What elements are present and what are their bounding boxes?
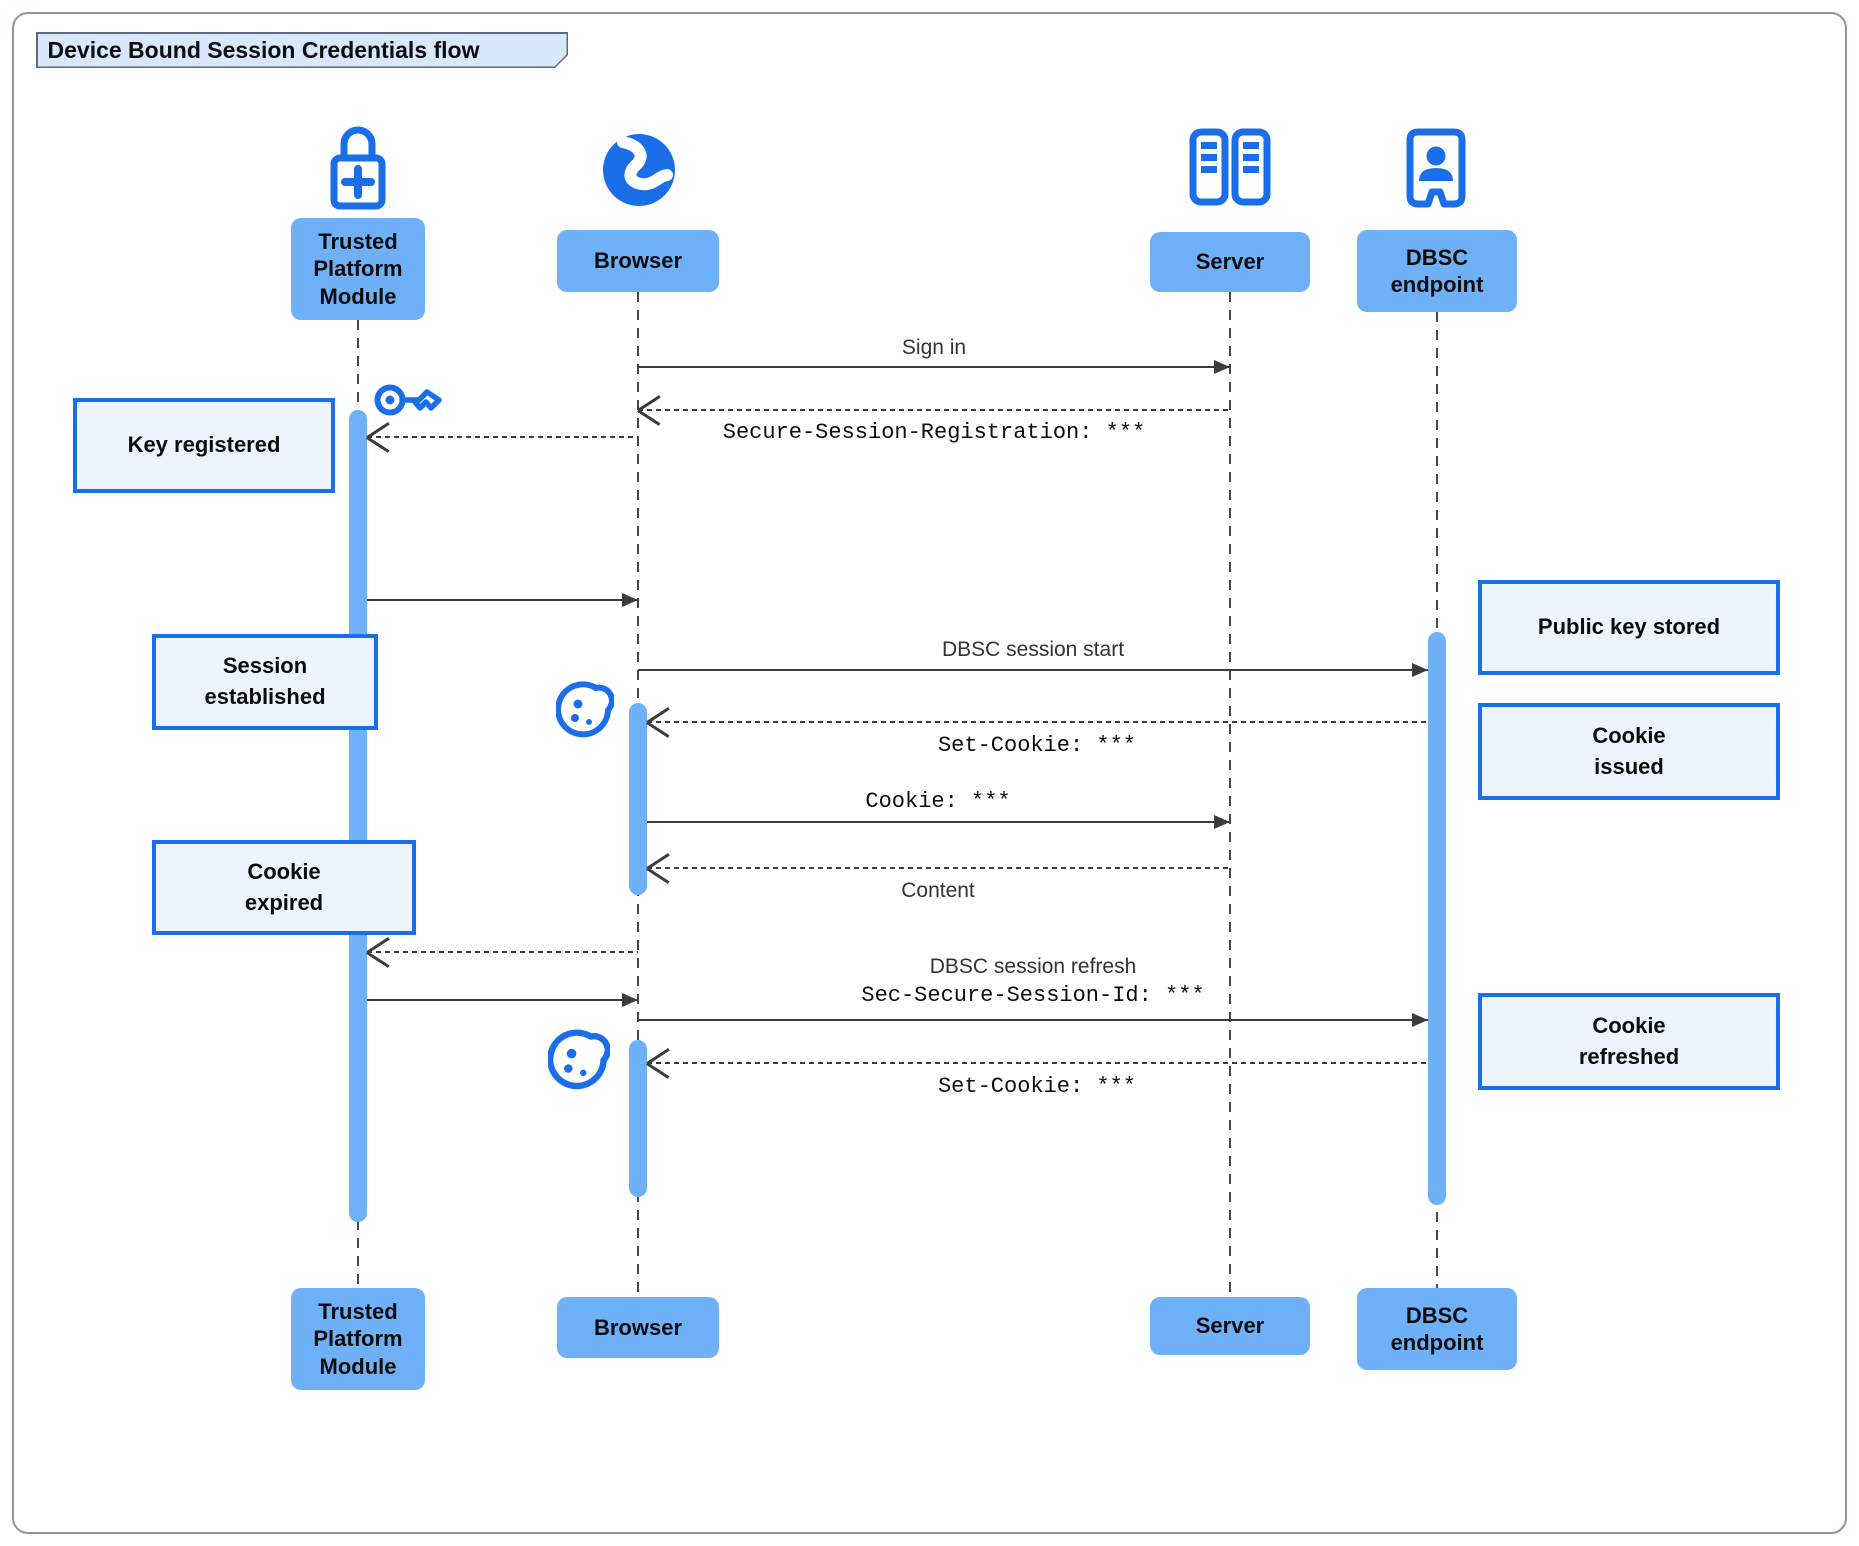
participant-tpm-bottom: Trusted Platform Module — [291, 1288, 425, 1390]
message-line-refresh-key-request — [367, 951, 638, 953]
participant-tpm-label-line3: Module — [319, 283, 397, 309]
participant-server-label: Server — [1195, 249, 1265, 275]
message-line-dbsc-session-refresh — [638, 1019, 1428, 1021]
note-session-established-line1: Session — [222, 653, 308, 679]
note-cookie-expired-line1: Cookie — [247, 858, 321, 884]
participant-browser-bottom: Browser — [557, 1297, 719, 1358]
server-rack-icon — [1188, 128, 1272, 206]
participant-dbsc-label-line2: endpoint — [1390, 272, 1484, 297]
participant-browser-label: Browser — [593, 248, 683, 274]
message-label-content: Content — [901, 879, 975, 902]
arrowhead-cookie — [1214, 815, 1230, 829]
diagram-title-tab: Device Bound Session Credentials flow — [36, 32, 568, 68]
lock-plus-icon — [327, 120, 389, 212]
message-line-set-cookie-2 — [647, 1062, 1428, 1064]
cookie-icon — [547, 1028, 611, 1092]
note-cookie-expired: Cookie expired — [152, 840, 416, 935]
cookie-icon — [555, 680, 615, 740]
note-cookie-issued: Cookie issued — [1478, 703, 1780, 800]
participant-dbsc-label-line1: DBSC — [1405, 1302, 1469, 1328]
participant-tpm-label-line2: Platform — [313, 1326, 403, 1352]
message-label-set-cookie-1: Set-Cookie: *** — [937, 733, 1137, 758]
participant-dbsc-label-line1: DBSC — [1405, 244, 1469, 270]
note-key-registered-text: Key registered — [127, 432, 281, 458]
arrowhead-dbsc-session-refresh — [1412, 1013, 1428, 1027]
note-cookie-issued-line2: issued — [1594, 753, 1664, 779]
message-line-refresh-key-result — [367, 999, 638, 1001]
note-cookie-refreshed-line2: refreshed — [1578, 1043, 1680, 1069]
activation-browser-2 — [629, 1040, 647, 1197]
message-line-set-cookie-1 — [647, 721, 1428, 723]
arrowhead-dbsc-session-start — [1412, 663, 1428, 677]
note-cookie-expired-line2: expired — [244, 889, 324, 915]
participant-server-top: Server — [1150, 232, 1310, 292]
message-line-key-result — [367, 599, 638, 601]
participant-browser-top: Browser — [557, 230, 719, 292]
note-cookie-refreshed: Cookie refreshed — [1478, 993, 1780, 1090]
diagram-title-tab-inner: Device Bound Session Credentials flow — [38, 34, 567, 67]
badge-person-icon — [1404, 126, 1468, 210]
note-session-established: Session established — [152, 634, 378, 730]
participant-dbsc-label-line2: endpoint — [1390, 1330, 1484, 1355]
note-public-key-stored: Public key stored — [1478, 580, 1780, 675]
participant-browser-label: Browser — [593, 1314, 683, 1340]
diagram-title: Device Bound Session Credentials flow — [47, 36, 480, 63]
message-line-secure-session-registration — [638, 409, 1230, 411]
participant-tpm-label-line1: Trusted — [318, 228, 398, 254]
arrowhead-key-result — [622, 593, 638, 607]
message-line-register-key — [367, 436, 638, 438]
note-cookie-issued-line1: Cookie — [1592, 722, 1666, 748]
message-line-content — [647, 867, 1230, 869]
message-label-sec-secure-session-id: Sec-Secure-Session-Id: *** — [861, 983, 1205, 1008]
message-line-cookie — [647, 821, 1230, 823]
message-label-sign-in: Sign in — [901, 336, 967, 359]
message-label-cookie: Cookie: *** — [865, 789, 1011, 814]
message-line-sign-in — [638, 366, 1230, 368]
note-key-registered: Key registered — [73, 398, 335, 493]
message-label-set-cookie-2: Set-Cookie: *** — [937, 1074, 1137, 1099]
participant-tpm-top: Trusted Platform Module — [291, 218, 425, 320]
note-session-established-line2: established — [204, 684, 326, 709]
activation-tpm — [349, 410, 367, 1222]
participant-dbsc-endpoint-bottom: DBSC endpoint — [1357, 1288, 1517, 1370]
participant-tpm-label-line1: Trusted — [318, 1298, 398, 1324]
participant-dbsc-endpoint-top: DBSC endpoint — [1357, 230, 1517, 312]
globe-icon — [599, 130, 679, 210]
participant-tpm-label-line2: Platform — [313, 256, 403, 282]
lifeline-server — [1229, 292, 1231, 1297]
activation-browser-1 — [629, 703, 647, 895]
message-label-secure-session-registration: Secure-Session-Registration: *** — [722, 420, 1146, 445]
message-label-dbsc-session-refresh: DBSC session refresh — [929, 955, 1137, 978]
note-public-key-stored-text: Public key stored — [1537, 614, 1721, 640]
arrowhead-sign-in — [1214, 360, 1230, 374]
message-label-dbsc-session-start: DBSC session start — [941, 638, 1125, 661]
participant-tpm-label-line3: Module — [319, 1353, 397, 1379]
participant-server-bottom: Server — [1150, 1297, 1310, 1355]
arrowhead-refresh-key-result — [622, 993, 638, 1007]
key-icon — [373, 376, 447, 424]
note-cookie-refreshed-line1: Cookie — [1592, 1012, 1666, 1038]
participant-server-label: Server — [1195, 1313, 1265, 1339]
diagram-frame — [12, 12, 1847, 1534]
activation-dbsc-endpoint — [1428, 632, 1446, 1205]
message-line-dbsc-session-start — [638, 669, 1428, 671]
